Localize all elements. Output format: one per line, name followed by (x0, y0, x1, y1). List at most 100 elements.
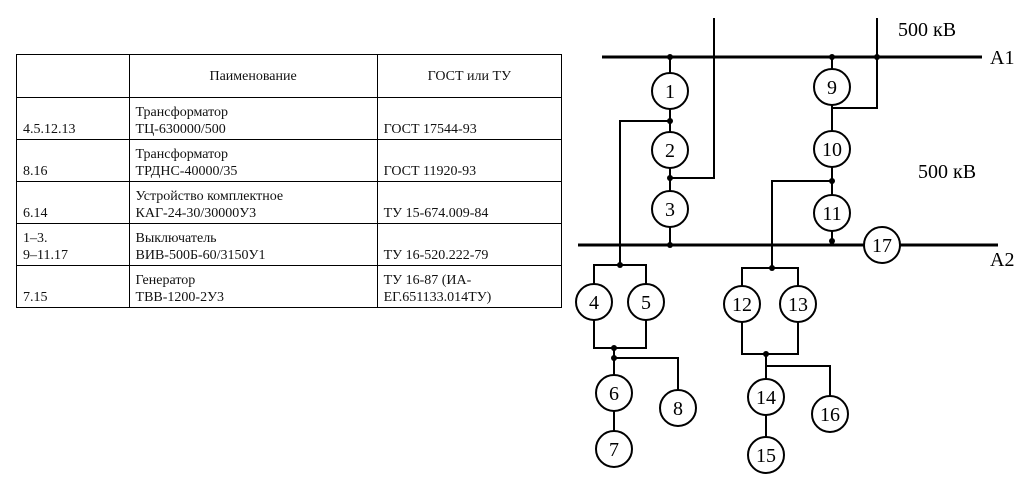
cell-standard-line: ГОСТ 17544-93 (383, 122, 477, 137)
equipment-circle (723, 285, 761, 323)
link-group-8 (614, 357, 679, 390)
junction-group-right (763, 351, 769, 357)
equipment-circle (863, 226, 901, 264)
equipment-number: 15 (756, 445, 776, 467)
equipment-number: 5 (641, 292, 651, 314)
junction-tap-right (769, 265, 775, 271)
bus-label-a2: А2 (990, 249, 1014, 271)
cell-name-line: Выключатель (135, 231, 217, 246)
junction-1-2 (667, 118, 673, 124)
feeder-line-left (670, 18, 715, 179)
junction-11-a2 (829, 238, 835, 244)
equipment-circle (595, 430, 633, 468)
equipment-node-10: 10 (813, 130, 851, 168)
equipment-node-14: 14 (747, 378, 785, 416)
group-12-13-bus (741, 267, 799, 286)
junction-a1-9 (829, 54, 835, 60)
cell-ids-line: 8.16 (23, 164, 48, 179)
cell-name-line: ТРДНС-40000/35 (135, 164, 238, 179)
equipment-number: 13 (788, 294, 808, 316)
equipment-node-11: 11 (813, 194, 851, 232)
equipment-circle (811, 395, 849, 433)
junction-group-left (611, 345, 617, 351)
equipment-number: 17 (872, 235, 892, 257)
equipment-node-6: 6 (595, 374, 633, 412)
cell-name-line: ТВВ-1200-2У3 (135, 290, 224, 305)
equipment-node-12: 12 (723, 285, 761, 323)
equipment-node-7: 7 (595, 430, 633, 468)
equipment-circle (659, 389, 697, 427)
junction-a1-feed (874, 54, 880, 60)
cell-name-line: ТЦ-630000/500 (135, 122, 226, 137)
cell-ids-line: 9–11.17 (23, 248, 68, 263)
equipment-node-16: 16 (811, 395, 849, 433)
cell-ids: 4.5.12.13 (16, 97, 130, 140)
junction-tap-left (617, 262, 623, 268)
cell-ids-line: 4.5.12.13 (23, 122, 76, 137)
cell-standard-line: ГОСТ 11920-93 (383, 164, 477, 179)
equipment-number: 3 (665, 199, 675, 221)
equipment-circle (747, 436, 785, 474)
equipment-node-17: 17 (863, 226, 901, 264)
equipment-number: 1 (665, 81, 675, 103)
cell-name-line: ВИВ-500Б-60/3150У1 (135, 248, 266, 263)
cell-name-line: Устройство комплектное (135, 189, 284, 204)
cell-name-line: КАГ-24-30/30000У3 (135, 206, 257, 221)
junction-a1-1 (667, 54, 673, 60)
cell-name-line: Генератор (135, 273, 196, 288)
equipment-node-2: 2 (651, 131, 689, 169)
junction-10-11 (829, 178, 835, 184)
equipment-node-8: 8 (659, 389, 697, 427)
junction-feed-left (667, 175, 673, 181)
equipment-number: 12 (732, 294, 752, 316)
equipment-circle (595, 374, 633, 412)
equipment-circle (779, 285, 817, 323)
cell-ids: 8.16 (16, 139, 130, 182)
equipment-node-5: 5 (627, 283, 665, 321)
cell-standard-line: ТУ 15-674.009-84 (383, 206, 489, 221)
equipment-node-1: 1 (651, 72, 689, 110)
cell-ids-line: 7.15 (23, 290, 48, 305)
equipment-number: 4 (589, 292, 599, 314)
equipment-number: 6 (609, 383, 619, 405)
equipment-circle (651, 72, 689, 110)
voltage-label-mid: 500 кВ (918, 161, 976, 183)
bus-label-a1: А1 (990, 47, 1014, 69)
group-4-5-bottom (593, 320, 647, 349)
tap-between-1-2 (619, 120, 670, 265)
tap-between-10-11 (771, 180, 832, 268)
cell-standard-line: ТУ 16-87 (ИА- (383, 273, 472, 288)
junction-3-a2 (667, 242, 673, 248)
equipment-circle (575, 283, 613, 321)
equipment-number: 11 (822, 203, 841, 225)
equipment-number: 7 (609, 439, 619, 461)
cell-standard-line: ТУ 16-520.222-79 (383, 248, 489, 263)
equipment-circle (813, 130, 851, 168)
cell-ids: 6.14 (16, 181, 130, 224)
equipment-node-15: 15 (747, 436, 785, 474)
equipment-circle (651, 190, 689, 228)
equipment-node-13: 13 (779, 285, 817, 323)
cell-ids-line: 6.14 (23, 206, 48, 221)
cell-ids: 7.15 (16, 265, 130, 308)
cell-standard: ТУ 16-87 (ИА- ЕГ.651133.014ТУ) (376, 265, 563, 308)
cell-standard: ГОСТ 17544-93 (376, 97, 563, 140)
equipment-node-3: 3 (651, 190, 689, 228)
equipment-number: 10 (822, 139, 842, 161)
link-group-16 (766, 365, 831, 396)
equipment-circle (813, 194, 851, 232)
cell-name-line: Трансформатор (135, 105, 229, 120)
equipment-number: 8 (673, 398, 683, 420)
feeder-line-right (832, 18, 878, 109)
cell-standard-line: ЕГ.651133.014ТУ) (383, 290, 492, 305)
junction-6-8 (611, 355, 617, 361)
equipment-circle (651, 131, 689, 169)
